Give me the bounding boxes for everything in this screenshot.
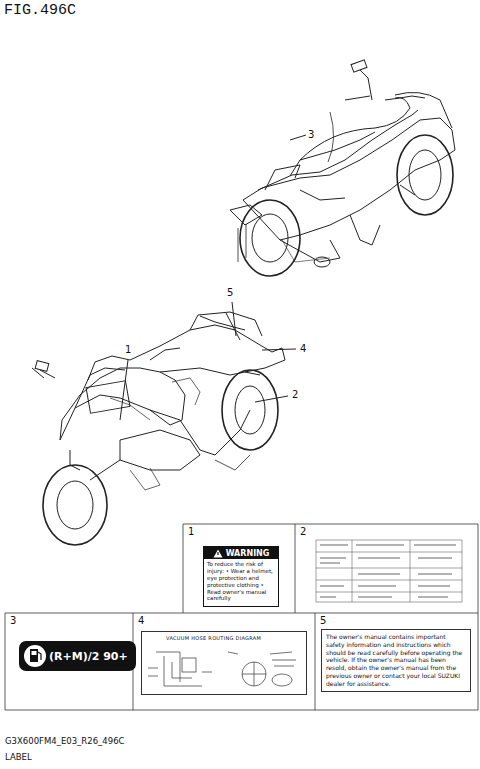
manual-notice: The owner's manual contains important sa… [322,630,470,691]
callout-number: 3 [307,129,315,140]
callout-number: 2 [291,389,299,400]
tire-pressure-chart [316,540,462,602]
callout-number: 1 [124,344,132,355]
label-cell: 3 (R+M)/2 90+ [5,613,133,710]
warning-text: To reduce the risk of injury: • Wear a h… [204,559,278,605]
cell-number: 2 [300,526,306,537]
leader-line [120,360,128,420]
figure-caption-label: LABEL [4,752,33,762]
leader-line [262,349,296,350]
hose-routing-drawing [142,632,306,694]
warning-header: WARNING [204,547,278,559]
cell-number: 1 [188,526,194,537]
upper-motorcycle [230,60,455,276]
vacuum-hose-label: VACUUM HOSE ROUTING DIAGRAM [141,631,307,695]
leader-line [255,396,288,402]
warning-label: WARNINGTo reduce the risk of injury: • W… [203,546,279,607]
lower-motorcycle [32,312,285,545]
fuel-pump-icon [23,643,47,669]
octane-rating: (R+M)/2 90+ [49,650,128,663]
owners-manual-label: The owner's manual contains important sa… [321,629,471,692]
fuel-octane-label: (R+M)/2 90+ [19,641,136,671]
cell-number: 4 [138,615,144,626]
callout-number: 4 [299,343,307,354]
label-cell: 5The owner's manual contains important s… [315,613,478,710]
label-cell: 2 [295,524,478,613]
hose-diagram-title: VACUUM HOSE ROUTING DIAGRAM [142,632,306,641]
figure-code: G3X600FM4_E03_R26_496C [4,736,126,746]
label-cell: 1WARNINGTo reduce the risk of injury: • … [183,524,295,613]
cell-number: 3 [10,615,16,626]
leader-line [232,302,236,336]
warning-heading: WARNING [226,549,270,558]
warning-triangle [213,549,223,558]
label-cell: 4VACUUM HOSE ROUTING DIAGRAM [133,613,315,710]
leader-line [290,135,306,140]
cell-number: 5 [320,615,326,626]
callout-number: 5 [226,287,234,298]
label-table-grid [5,524,478,710]
figure-title: FIG.496C [4,2,76,19]
